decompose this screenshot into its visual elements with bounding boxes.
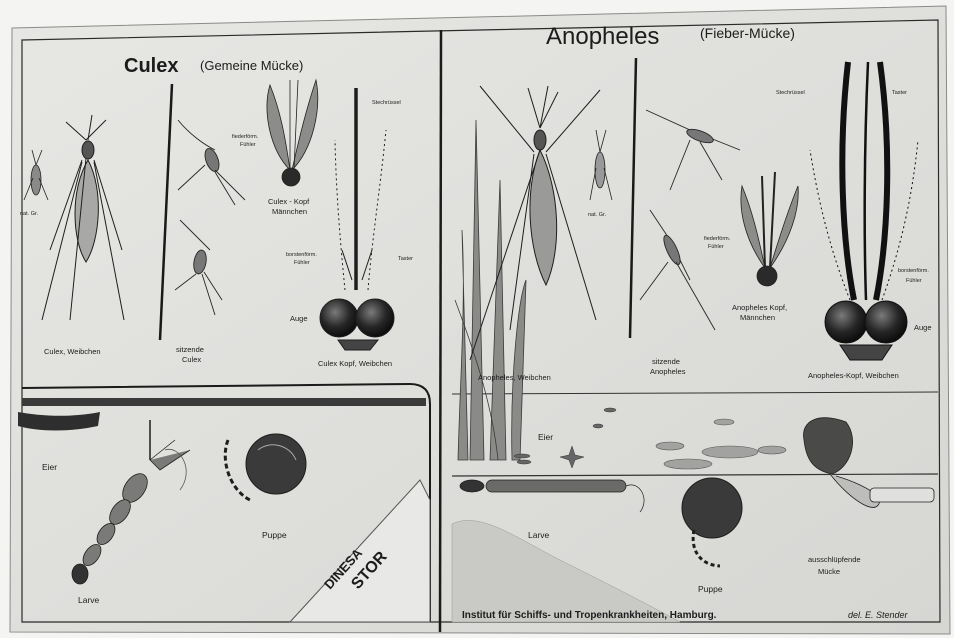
culex-sitting-label-2: Culex (182, 355, 201, 364)
anopheles-sitting-label-2: Anopheles (650, 367, 686, 376)
culex-fiederform-label-2: Fühler (240, 142, 256, 148)
hatching-label-2: Mücke (818, 567, 840, 576)
anopheles-bristle-label-2: Fühler (906, 278, 922, 284)
culex-bristle-label-1: borstenförm. (286, 252, 317, 258)
anopheles-sitting-label-1: sitzende (652, 357, 680, 366)
anopheles-subtitle: (Fieber-Mücke) (700, 25, 795, 41)
anopheles-bristle-label-1: borstenförm. (898, 268, 929, 274)
culex-pupa-label: Puppe (262, 530, 287, 540)
anopheles-fiederform-label-2: Fühler (708, 244, 724, 250)
anopheles-pupa-label: Puppe (698, 584, 723, 594)
culex-female-label: Culex, Weibchen (44, 347, 101, 356)
institute-caption: Institut für Schiffs- und Tropenkrankhei… (462, 610, 717, 621)
anopheles-nat-gr-label: nat. Gr. (588, 212, 607, 218)
anopheles-title: Anopheles (546, 23, 659, 50)
vertical-divider (440, 30, 441, 632)
anopheles-eye-label: Auge (914, 323, 932, 332)
culex-male-head-label-1: Culex - Kopf (268, 197, 310, 206)
culex-title: Culex (124, 55, 178, 77)
culex-female-head-label: Culex Kopf, Weibchen (318, 359, 392, 368)
anopheles-larva-label: Larve (528, 530, 550, 540)
anopheles-fiederform-label-1: fiederförm. (704, 236, 731, 242)
culex-larva-label: Larve (78, 595, 100, 605)
anopheles-eggs-label: Eier (538, 432, 553, 442)
anopheles-female-label: Anopheles, Weibchen (478, 373, 551, 382)
culex-nat-gr-label: nat. Gr. (20, 211, 39, 217)
culex-subtitle: (Gemeine Mücke) (200, 58, 303, 73)
anopheles-male-head-label-1: Anopheles Kopf, (732, 303, 787, 312)
culex-proboscis-label: Stechrüssel (372, 100, 401, 106)
anopheles-female-head-label: Anopheles-Kopf, Weibchen (808, 371, 899, 380)
artist-signature: del. E. Stender (848, 610, 909, 620)
anopheles-male-head-label-2: Männchen (740, 313, 775, 322)
culex-male-head-label-2: Männchen (272, 207, 307, 216)
hatching-label-1: ausschlüpfende (808, 555, 861, 564)
culex-eggs-label: Eier (42, 462, 57, 472)
anopheles-proboscis-label: Stechrüssel (776, 90, 805, 96)
culex-fiederform-label-1: fiederförm. (232, 134, 259, 140)
culex-palp-label: Taster (398, 256, 413, 262)
culex-bristle-label-2: Fühler (294, 260, 310, 266)
culex-water-surface (22, 398, 426, 406)
culex-eye-label: Auge (290, 314, 308, 323)
anopheles-palp-label: Taster (892, 90, 907, 96)
culex-sitting-label-1: sitzende (176, 345, 204, 354)
